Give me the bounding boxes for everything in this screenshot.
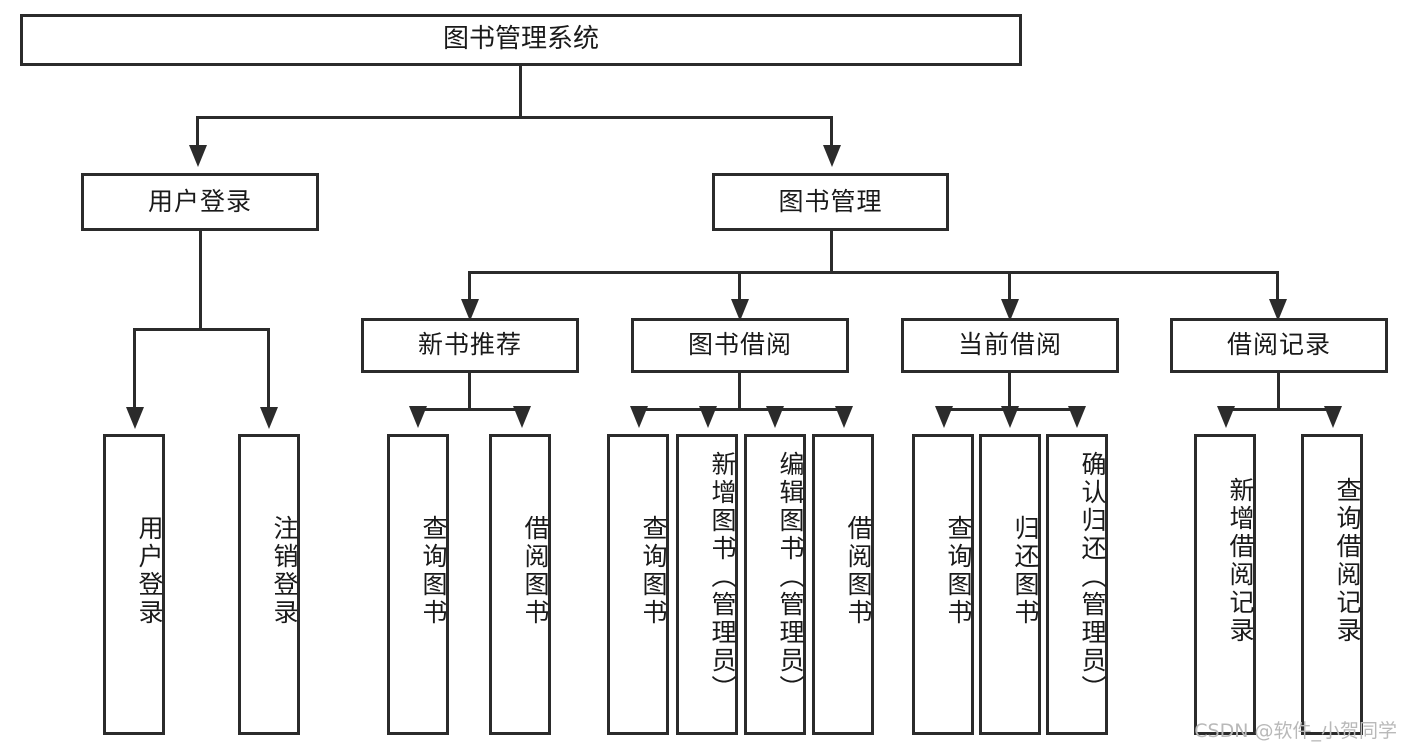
leaf-label: 编辑图书（管理员） bbox=[776, 451, 805, 703]
arrow-to-book-borrow bbox=[731, 299, 749, 321]
connector-user-login-bus bbox=[133, 328, 270, 331]
leaf-label: 查询图书 bbox=[419, 515, 448, 627]
leaf-label: 归还图书 bbox=[1011, 515, 1040, 627]
arrow-to-borrow-records bbox=[1269, 299, 1287, 321]
arrow-book-borrow-child-1 bbox=[630, 406, 648, 428]
arrow-to-current-borrow bbox=[1001, 299, 1019, 321]
connector-new-book-stem bbox=[468, 373, 471, 408]
arrow-user-login-child-2 bbox=[260, 407, 278, 429]
leaf-label: 查询借阅记录 bbox=[1333, 477, 1362, 645]
leaf-records-1[interactable]: 新增借阅记录 bbox=[1194, 434, 1256, 735]
connector-to-current-borrow bbox=[1008, 271, 1011, 303]
arrow-new-book-child-2 bbox=[513, 406, 531, 428]
leaf-new-book-1[interactable]: 查询图书 bbox=[387, 434, 449, 735]
node-book-management[interactable]: 图书管理 bbox=[712, 173, 949, 231]
leaf-book-borrow-1[interactable]: 查询图书 bbox=[607, 434, 669, 735]
leaf-book-borrow-4[interactable]: 借阅图书 bbox=[812, 434, 874, 735]
arrow-to-user-login bbox=[189, 145, 207, 167]
leaf-label: 新增图书（管理员） bbox=[708, 451, 737, 703]
connector-book-borrow-stem bbox=[738, 373, 741, 408]
connector-user-login-stem bbox=[199, 231, 202, 328]
leaf-new-book-2[interactable]: 借阅图书 bbox=[489, 434, 551, 735]
leaf-label: 新增借阅记录 bbox=[1226, 477, 1255, 645]
arrow-records-child-2 bbox=[1324, 406, 1342, 428]
connector-records-bus bbox=[1224, 408, 1334, 411]
leaf-label: 借阅图书 bbox=[521, 515, 550, 627]
arrow-current-borrow-child-3 bbox=[1068, 406, 1086, 428]
arrow-user-login-child-1 bbox=[126, 407, 144, 429]
node-user-login[interactable]: 用户登录 bbox=[81, 173, 319, 231]
node-label: 借阅记录 bbox=[1226, 330, 1331, 360]
leaf-label: 借阅图书 bbox=[844, 515, 873, 627]
node-label: 新书推荐 bbox=[417, 330, 522, 360]
leaf-book-borrow-2[interactable]: 新增图书（管理员） bbox=[676, 434, 738, 735]
leaf-user-login-2[interactable]: 注销登录 bbox=[238, 434, 300, 735]
node-label: 图书管理 bbox=[778, 186, 883, 216]
arrow-book-borrow-child-3 bbox=[766, 406, 784, 428]
node-borrow-records[interactable]: 借阅记录 bbox=[1170, 318, 1388, 373]
leaf-user-login-1[interactable]: 用户登录 bbox=[103, 434, 165, 735]
node-label: 当前借阅 bbox=[957, 330, 1062, 360]
leaf-label: 确认归还（管理员） bbox=[1078, 451, 1107, 703]
arrow-book-borrow-child-4 bbox=[835, 406, 853, 428]
arrow-to-new-book bbox=[461, 299, 479, 321]
node-label: 图书借阅 bbox=[687, 330, 792, 360]
connector-new-book-bus bbox=[416, 408, 523, 411]
arrow-current-borrow-child-1 bbox=[935, 406, 953, 428]
connector-to-borrow-records bbox=[1276, 271, 1279, 303]
connector-to-book-mgmt bbox=[830, 116, 833, 149]
watermark-text: CSDN @软件_小贺同学 bbox=[1194, 720, 1397, 742]
connector-to-book-borrow bbox=[738, 271, 741, 303]
leaf-label: 查询图书 bbox=[639, 515, 668, 627]
node-new-book-recommend[interactable]: 新书推荐 bbox=[361, 318, 579, 373]
connector-to-new-book bbox=[468, 271, 471, 303]
leaf-current-borrow-3[interactable]: 确认归还（管理员） bbox=[1046, 434, 1108, 735]
leaf-records-2[interactable]: 查询借阅记录 bbox=[1301, 434, 1363, 735]
connector-root-stem bbox=[519, 66, 522, 116]
connector-book-mgmt-stem bbox=[830, 231, 833, 271]
connector-book-borrow-bus bbox=[637, 408, 845, 411]
arrow-current-borrow-child-2 bbox=[1001, 406, 1019, 428]
arrow-records-child-1 bbox=[1217, 406, 1235, 428]
leaf-label: 用户登录 bbox=[135, 515, 164, 627]
leaf-current-borrow-1[interactable]: 查询图书 bbox=[912, 434, 974, 735]
connector-level3-bus bbox=[468, 271, 1279, 274]
leaf-label: 查询图书 bbox=[944, 515, 973, 627]
connector-user-login-child-1 bbox=[133, 328, 136, 411]
connector-current-borrow-stem bbox=[1008, 373, 1011, 408]
connector-root-bus bbox=[196, 116, 833, 119]
connector-records-stem bbox=[1277, 373, 1280, 408]
arrow-to-book-mgmt bbox=[823, 145, 841, 167]
node-label: 图书管理系统 bbox=[442, 24, 599, 55]
node-current-borrow[interactable]: 当前借阅 bbox=[901, 318, 1119, 373]
leaf-label: 注销登录 bbox=[270, 515, 299, 627]
node-book-borrow[interactable]: 图书借阅 bbox=[631, 318, 849, 373]
node-label: 用户登录 bbox=[147, 186, 252, 216]
connector-to-user-login bbox=[196, 116, 199, 149]
node-root-system[interactable]: 图书管理系统 bbox=[20, 14, 1022, 66]
arrow-new-book-child-1 bbox=[409, 406, 427, 428]
leaf-current-borrow-2[interactable]: 归还图书 bbox=[979, 434, 1041, 735]
arrow-book-borrow-child-2 bbox=[699, 406, 717, 428]
connector-user-login-child-2 bbox=[267, 328, 270, 411]
leaf-book-borrow-3[interactable]: 编辑图书（管理员） bbox=[744, 434, 806, 735]
